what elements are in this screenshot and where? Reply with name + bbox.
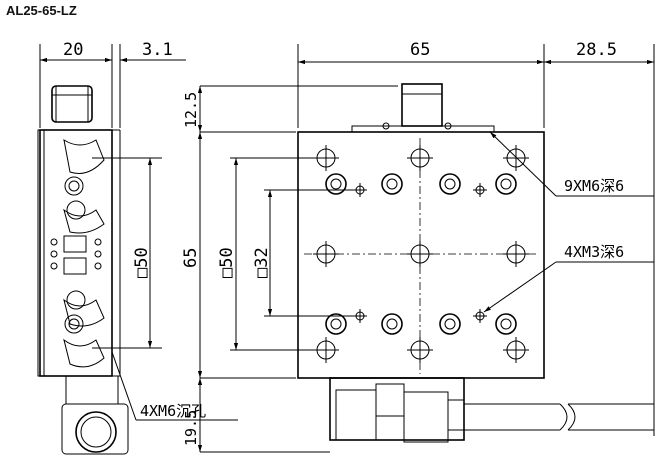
dim-top-32: □32	[252, 247, 272, 278]
m6-callout: 9XM6深6	[489, 131, 654, 197]
side-knob	[51, 85, 93, 123]
dim-12-5: 12.5	[182, 92, 200, 128]
side-dim-top: 20 3.1	[39, 40, 186, 128]
top-dim-square: □50 □32	[217, 157, 356, 351]
dim-3-1: 3.1	[142, 40, 173, 60]
dim-side-50: □50	[132, 247, 152, 278]
dim-65-top: 65	[410, 40, 430, 60]
drawing-title: AL25-65-LZ	[6, 3, 77, 18]
dim-28-5: 28.5	[576, 40, 617, 60]
dim-20: 20	[63, 40, 83, 60]
motor-assembly	[329, 377, 655, 443]
top-dim-65: 65 28.5	[297, 40, 655, 398]
note-m6: 9XM6深6	[564, 177, 624, 195]
side-bottom-knob	[75, 411, 117, 453]
top-dim-vertical: 12.5 65 19.5	[181, 85, 398, 453]
side-view	[37, 85, 129, 455]
m6-holes	[313, 145, 529, 363]
note-counterbore: 4XM6沉孔	[140, 402, 206, 420]
top-view	[297, 83, 655, 443]
note-m3: 4XM3深6	[564, 243, 624, 261]
side-dim-50: □50	[92, 157, 162, 349]
dim-65-side: 65	[181, 248, 201, 268]
counterbore-callout: 4XM6沉孔	[111, 351, 238, 421]
top-knob	[401, 83, 443, 127]
dim-top-50: □50	[217, 247, 237, 278]
m3-callout: 4XM3深6	[483, 243, 654, 313]
dim-19-5: 19.5	[182, 410, 200, 446]
counterbore-holes	[325, 173, 517, 335]
